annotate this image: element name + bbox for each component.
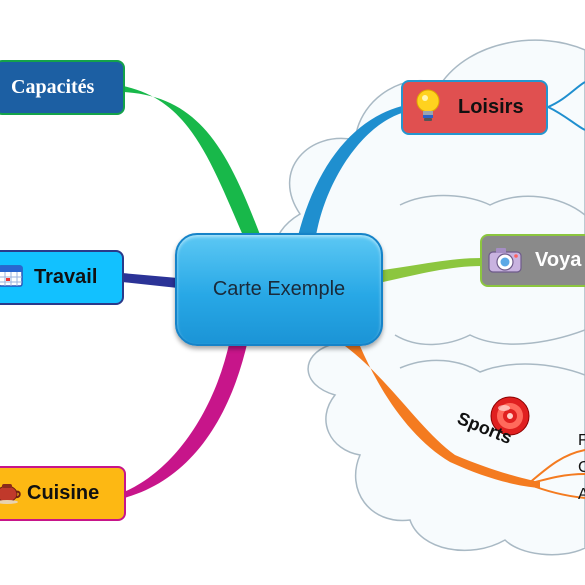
central-topic-label: Carte Exemple <box>212 278 346 300</box>
sports-child-1[interactable]: F <box>578 432 585 449</box>
loisirs-sub-branches <box>547 81 585 131</box>
cloud-divider-2 <box>394 329 585 346</box>
target-icon <box>490 396 530 436</box>
sports-sub-branches <box>527 449 585 499</box>
branch-travail <box>122 273 178 288</box>
central-topic[interactable]: Carte Exemple <box>175 233 383 346</box>
branch-voyage <box>383 258 482 282</box>
calendar-icon <box>0 265 23 287</box>
topic-travail-label: Travail <box>34 266 98 288</box>
topic-loisirs-label: Loisirs <box>458 96 524 118</box>
topic-capacites[interactable]: Capacités <box>0 60 125 115</box>
branch-sports <box>345 346 540 488</box>
branch-loisirs <box>298 106 402 236</box>
topic-cuisine-label: Cuisine <box>27 482 100 504</box>
sports-child-3[interactable]: A <box>578 486 585 503</box>
topic-cuisine[interactable]: Cuisine <box>0 466 126 521</box>
lightbulb-icon <box>416 89 440 121</box>
sports-child-2[interactable]: C <box>578 459 585 476</box>
cloud-divider-3 <box>399 359 585 376</box>
topic-capacites-label: Capacités <box>11 76 95 98</box>
branch-cuisine <box>124 340 248 498</box>
cloud-divider-1 <box>399 194 585 216</box>
camera-icon <box>488 248 522 273</box>
topic-voyage-label: Voya <box>535 249 582 271</box>
teapot-icon <box>0 484 21 504</box>
branch-capacites <box>123 86 262 240</box>
